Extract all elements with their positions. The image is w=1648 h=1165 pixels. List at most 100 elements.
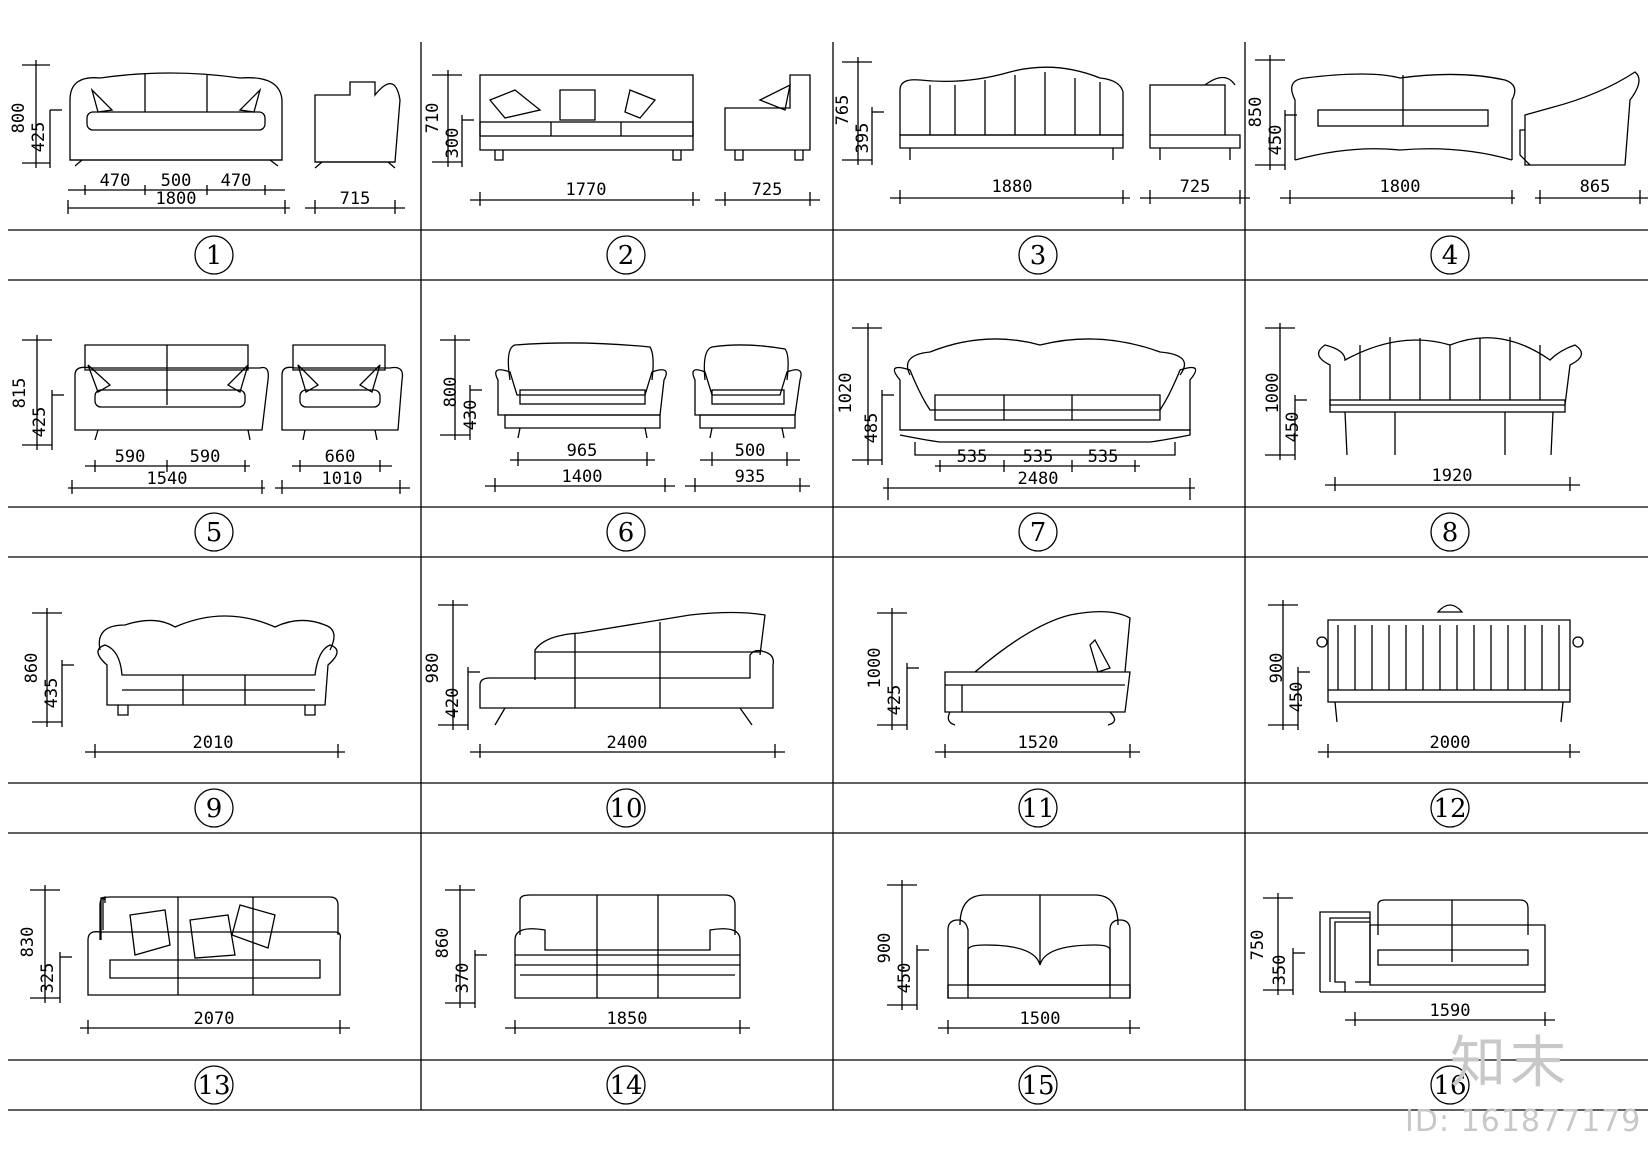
sofa-4-drawing <box>1291 71 1640 166</box>
sofa-9-drawing <box>97 615 338 716</box>
number-circle-4: 4 <box>1430 235 1470 275</box>
item-numbers: 1 2 3 4 5 6 7 8 9 10 11 12 13 14 15 16 <box>194 235 1470 1105</box>
svg-text:860: 860 <box>22 653 42 684</box>
sofa-5-dimensions: 815 425 590 590 1540 660 1010 <box>10 335 410 494</box>
svg-text:450: 450 <box>1266 125 1286 156</box>
svg-text:830: 830 <box>18 927 38 958</box>
number-circle-13: 13 <box>194 1065 234 1105</box>
svg-text:1880: 1880 <box>992 177 1033 197</box>
sofa-7-dimensions: 1020 485 535 535 535 2480 <box>836 323 1195 500</box>
svg-text:725: 725 <box>1180 177 1211 197</box>
number-circle-15: 15 <box>1018 1065 1058 1105</box>
svg-text:2480: 2480 <box>1018 469 1059 489</box>
svg-text:1590: 1590 <box>1430 1001 1471 1021</box>
sofa-6-drawing <box>495 342 802 439</box>
svg-text:1: 1 <box>206 241 223 271</box>
svg-text:980: 980 <box>423 653 443 684</box>
svg-text:965: 965 <box>567 441 598 461</box>
svg-text:1800: 1800 <box>1380 177 1421 197</box>
number-circle-8: 8 <box>1430 512 1470 552</box>
table-grid <box>8 42 1648 1111</box>
svg-text:1850: 1850 <box>607 1009 648 1029</box>
svg-text:765: 765 <box>833 95 853 126</box>
sofa-3-dimensions: 765 395 1880 725 <box>833 57 1250 204</box>
number-circle-7: 7 <box>1018 512 1058 552</box>
svg-text:935: 935 <box>735 467 766 487</box>
svg-text:1000: 1000 <box>1263 373 1283 414</box>
svg-text:450: 450 <box>1287 682 1307 713</box>
svg-text:715: 715 <box>340 189 371 209</box>
svg-text:430: 430 <box>461 400 481 431</box>
svg-text:710: 710 <box>423 103 443 134</box>
sofa-10-drawing <box>479 611 774 726</box>
svg-text:1500: 1500 <box>1020 1009 1061 1029</box>
svg-text:16: 16 <box>1433 1071 1466 1101</box>
svg-text:425: 425 <box>29 122 49 153</box>
sofa-13-drawing <box>87 896 342 996</box>
svg-text:660: 660 <box>325 447 356 467</box>
svg-text:1400: 1400 <box>562 467 603 487</box>
svg-text:485: 485 <box>862 413 882 444</box>
svg-text:1540: 1540 <box>147 469 188 489</box>
sofa-14-dimensions: 860 370 1850 <box>433 885 750 1034</box>
number-circle-14: 14 <box>606 1065 646 1105</box>
svg-text:900: 900 <box>875 933 895 964</box>
sofa-11-drawing <box>944 611 1131 726</box>
svg-text:5: 5 <box>206 518 223 548</box>
sofa-4-dimensions: 850 450 1800 865 <box>1246 55 1648 204</box>
svg-text:850: 850 <box>1246 97 1266 128</box>
svg-text:420: 420 <box>443 688 463 719</box>
svg-text:4: 4 <box>1442 241 1459 271</box>
svg-text:500: 500 <box>161 171 192 191</box>
svg-text:500: 500 <box>735 441 766 461</box>
sofa-8-dimensions: 1000 450 1920 <box>1263 323 1580 491</box>
number-circle-6: 6 <box>606 512 646 552</box>
sofa-13-dimensions: 830 325 2070 <box>18 885 350 1034</box>
sofa-2-dimensions: 710 300 1770 725 <box>423 70 820 206</box>
svg-text:590: 590 <box>190 447 221 467</box>
svg-text:13: 13 <box>197 1071 230 1101</box>
number-circle-1: 1 <box>194 235 234 275</box>
number-circle-5: 5 <box>194 512 234 552</box>
sofa-11-dimensions: 1000 425 1520 <box>865 608 1140 758</box>
sofa-10-dimensions: 980 420 2400 <box>423 600 785 758</box>
svg-text:10: 10 <box>609 794 642 824</box>
svg-text:425: 425 <box>885 685 905 716</box>
sofa-7-drawing <box>893 338 1197 456</box>
svg-text:800: 800 <box>441 377 461 408</box>
svg-text:1920: 1920 <box>1432 466 1473 486</box>
watermark-logo: 知末 <box>1450 1031 1570 1096</box>
svg-text:900: 900 <box>1267 653 1287 684</box>
svg-text:435: 435 <box>42 678 62 709</box>
svg-text:1520: 1520 <box>1018 733 1059 753</box>
sofa-16-drawing <box>1319 899 1546 993</box>
number-circle-10: 10 <box>606 788 646 828</box>
svg-text:1800: 1800 <box>156 189 197 209</box>
svg-text:535: 535 <box>1023 447 1054 467</box>
svg-text:425: 425 <box>30 407 50 438</box>
svg-text:800: 800 <box>9 103 29 134</box>
svg-text:470: 470 <box>221 171 252 191</box>
sofa-9-dimensions: 860 435 2010 <box>22 608 345 758</box>
sofa-15-drawing <box>947 894 1131 999</box>
svg-text:15: 15 <box>1021 1071 1054 1101</box>
svg-text:8: 8 <box>1442 518 1459 548</box>
sofa-2-drawing <box>479 74 811 161</box>
svg-text:2070: 2070 <box>194 1009 235 1029</box>
svg-text:2400: 2400 <box>607 733 648 753</box>
svg-text:12: 12 <box>1433 794 1466 824</box>
svg-text:3: 3 <box>1030 241 1047 271</box>
watermark-id: ID: 161877179 <box>1405 1104 1642 1139</box>
number-circle-9: 9 <box>194 788 234 828</box>
sofa-16-dimensions: 750 350 1590 <box>1248 893 1555 1026</box>
svg-text:6: 6 <box>618 518 635 548</box>
sofa-15-dimensions: 900 450 1500 <box>875 880 1140 1034</box>
svg-text:11: 11 <box>1021 794 1054 824</box>
svg-text:350: 350 <box>1270 955 1290 986</box>
svg-text:1020: 1020 <box>836 373 856 414</box>
svg-text:7: 7 <box>1030 518 1047 548</box>
svg-text:1000: 1000 <box>865 648 885 689</box>
number-circle-3: 3 <box>1018 235 1058 275</box>
svg-text:325: 325 <box>38 963 58 994</box>
svg-text:860: 860 <box>433 928 453 959</box>
